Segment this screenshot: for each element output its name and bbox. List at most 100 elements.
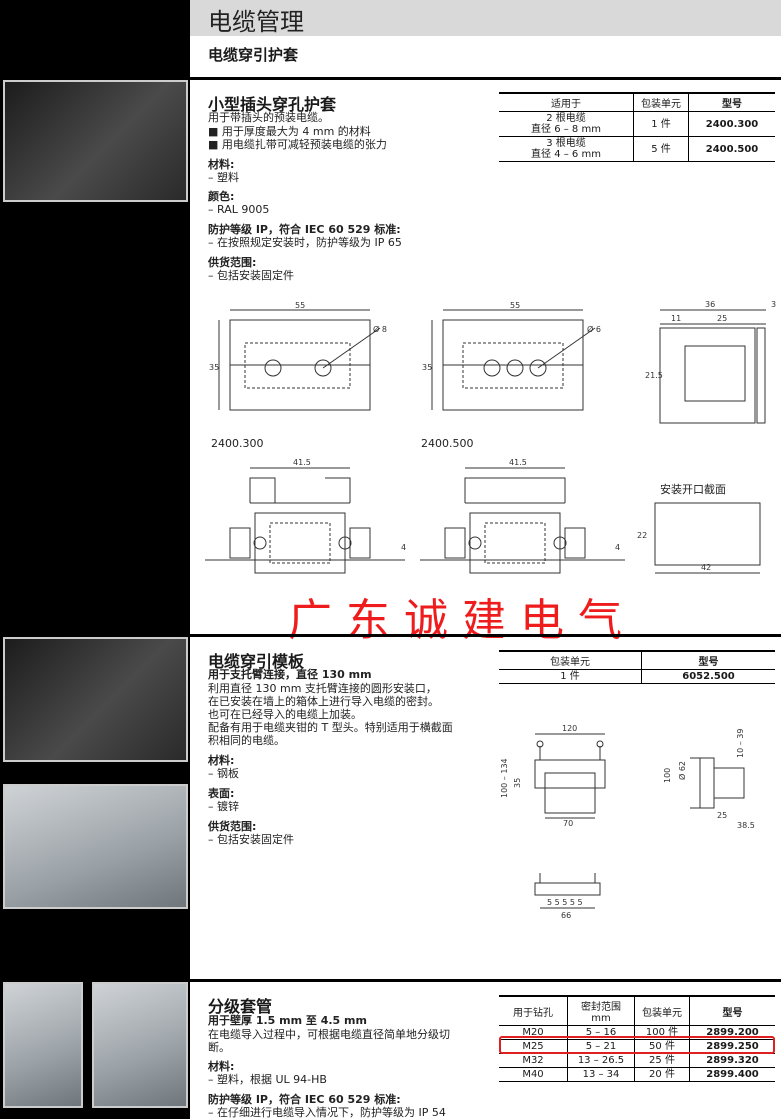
cell: 20 件 <box>634 1067 690 1082</box>
dim-label: 120 <box>562 724 577 733</box>
s1-intro: 用于带插头的预装电缆。 <box>208 111 329 124</box>
cell: M32 <box>499 1053 568 1068</box>
company-watermark: 广东诚建电气 <box>288 595 636 646</box>
dim-label: 35 <box>209 363 219 372</box>
dim-label: Ø 6 <box>587 324 601 334</box>
s1-color-value: – RAL 9005 <box>208 203 270 216</box>
cell: 5 件 <box>633 136 689 162</box>
s1-bullet: ■ 用于厚度最大为 4 mm 的材料 <box>208 125 371 138</box>
cell: 2899.400 <box>689 1067 775 1082</box>
cutout-label: 安装开口截面 <box>660 483 726 496</box>
s1-material-value: – 塑料 <box>208 171 239 184</box>
s1-ip-heading: 防护等级 IP，符合 IEC 60 529 标准: <box>208 223 401 236</box>
dim-label: 41.5 <box>509 458 527 467</box>
s1-bullet: ■ 用电缆扎带可减轻预装电缆的张力 <box>208 138 387 151</box>
col-header: 型号 <box>689 995 775 1026</box>
s3-material-value: – 塑料，根据 UL 94-HB <box>208 1073 327 1086</box>
dim-label: 38.5 <box>737 821 755 830</box>
s1-title: 小型插头穿孔护套 <box>208 95 337 114</box>
s3-material-heading: 材料: <box>208 1060 235 1073</box>
cell: 1 件 <box>633 111 689 137</box>
cell: M40 <box>499 1067 568 1082</box>
cell: 25 件 <box>634 1053 690 1068</box>
cell: 2899.320 <box>689 1053 775 1068</box>
table-row: 3 根电缆直径 4 – 6 mm 5 件 2400.500 <box>499 136 775 162</box>
col-header: 适用于 <box>499 92 634 112</box>
s2-line: 配备有用于电缆夹钳的 T 型头。特别适用于横截面 <box>208 721 453 734</box>
dim-label: 41.5 <box>293 458 311 467</box>
dim-label: 25 <box>717 314 727 323</box>
section-divider <box>190 77 781 80</box>
s3-subtitle: 用于壁厚 1.5 mm 至 4.5 mm <box>208 1014 367 1027</box>
s2-surface-value: – 镀锌 <box>208 800 239 813</box>
cell: 1 件 <box>499 669 642 684</box>
table-row: M25 5 – 21 50 件 2899.250 <box>499 1039 775 1054</box>
table-row: 2 根电缆直径 6 – 8 mm 1 件 2400.300 <box>499 111 775 137</box>
table-row: M40 13 – 34 20 件 2899.400 <box>499 1067 775 1082</box>
drawing-caption: 2400.300 <box>211 437 264 450</box>
product-photo-installed <box>3 784 188 909</box>
dim-label: 21.5 <box>645 371 663 380</box>
s2-material-heading: 材料: <box>208 754 235 767</box>
dim-label: Ø 8 <box>373 324 387 334</box>
cell: 2 根电缆 <box>546 113 586 124</box>
product-photo-stepped-sleeve <box>3 982 83 1108</box>
s1-ip-value: – 在按照规定安装时，防护等级为 IP 65 <box>208 236 402 249</box>
highlight-box <box>499 1036 775 1054</box>
s3-title: 分级套管 <box>208 997 273 1016</box>
s2-line: 利用直径 130 mm 支托臂连接的圆形安装口， <box>208 682 437 695</box>
col-header: 型号 <box>688 92 775 112</box>
s1-material-heading: 材料: <box>208 158 235 171</box>
dim-label: 25 <box>717 811 727 820</box>
dim-label: 55 <box>510 301 520 310</box>
s3-ip-value: – 在仔细进行电缆导入情况下，防护等级为 IP 54 <box>208 1106 446 1119</box>
s3-line: 在电缆导入过程中，可根据电缆直径简单地分级切 <box>208 1028 450 1041</box>
s2-line: 在已安装在墙上的箱体上进行导入电缆的密封。 <box>208 695 439 708</box>
s2-supply-heading: 供货范围: <box>208 820 257 833</box>
dim-label: 42 <box>701 563 711 572</box>
cell: 2400.500 <box>688 136 775 162</box>
product-photo-sleeve-installed <box>92 982 188 1108</box>
s2-technical-drawings: 120 70 100 – 134 35 100 Ø 62 10 – 39 25 … <box>500 724 755 920</box>
s2-subtitle: 用于支托臂连接，直径 130 mm <box>208 668 372 681</box>
table-row: 1 件 6052.500 <box>499 669 775 684</box>
col-header: 包装单元 <box>499 650 642 670</box>
dim-label: 35 <box>422 363 432 372</box>
product-photo-grommet <box>3 80 188 202</box>
col-header: 包装单元 <box>634 995 690 1026</box>
s2-line: 也可在已经导入的电缆上加装。 <box>208 708 362 721</box>
dim-label: 36 <box>705 300 715 309</box>
s2-spec-table: 包装单元 型号 1 件 6052.500 <box>499 650 775 684</box>
dim-label: 100 <box>663 768 672 783</box>
dim-label: 100 – 134 <box>500 758 509 798</box>
dim-label: 11 <box>671 314 681 323</box>
dim-label: 5 5 5 5 5 <box>547 898 583 907</box>
s3-line: 断。 <box>208 1041 230 1054</box>
cell: 2400.300 <box>688 111 775 137</box>
header-bar <box>190 0 781 36</box>
product-photo-plate <box>3 637 188 762</box>
col-header: 包装单元 <box>633 92 689 112</box>
col-header: 型号 <box>641 650 775 670</box>
s1-color-heading: 颜色: <box>208 190 235 203</box>
dim-label: 10 – 39 <box>736 729 745 758</box>
dim-label: 22 <box>637 531 647 540</box>
cell: 13 – 34 <box>567 1067 635 1082</box>
dim-label: 70 <box>563 819 573 828</box>
cell: 3 根电缆 <box>546 138 586 149</box>
page-subtitle: 电缆穿引护套 <box>208 46 299 64</box>
section-divider <box>190 634 781 637</box>
dim-label: 66 <box>561 911 571 920</box>
col-header: 密封范围 mm <box>567 995 635 1026</box>
cell: 13 – 26.5 <box>567 1053 635 1068</box>
s2-supply-value: – 包括安装固定件 <box>208 833 294 846</box>
section-divider <box>190 979 781 982</box>
s2-surface-heading: 表面: <box>208 787 235 800</box>
s1-spec-table: 适用于 包装单元 型号 2 根电缆直径 6 – 8 mm 1 件 2400.30… <box>499 92 775 162</box>
cell: 直径 6 – 8 mm <box>531 124 601 135</box>
s2-material-value: – 钢板 <box>208 767 239 780</box>
dim-label: 3 <box>771 300 776 309</box>
cell: 6052.500 <box>641 669 775 684</box>
s1-technical-drawings: 55 35 Ø 8 55 35 Ø 6 36 3 11 25 21.5 41.5… <box>205 300 776 574</box>
cell: 直径 4 – 6 mm <box>531 149 601 160</box>
